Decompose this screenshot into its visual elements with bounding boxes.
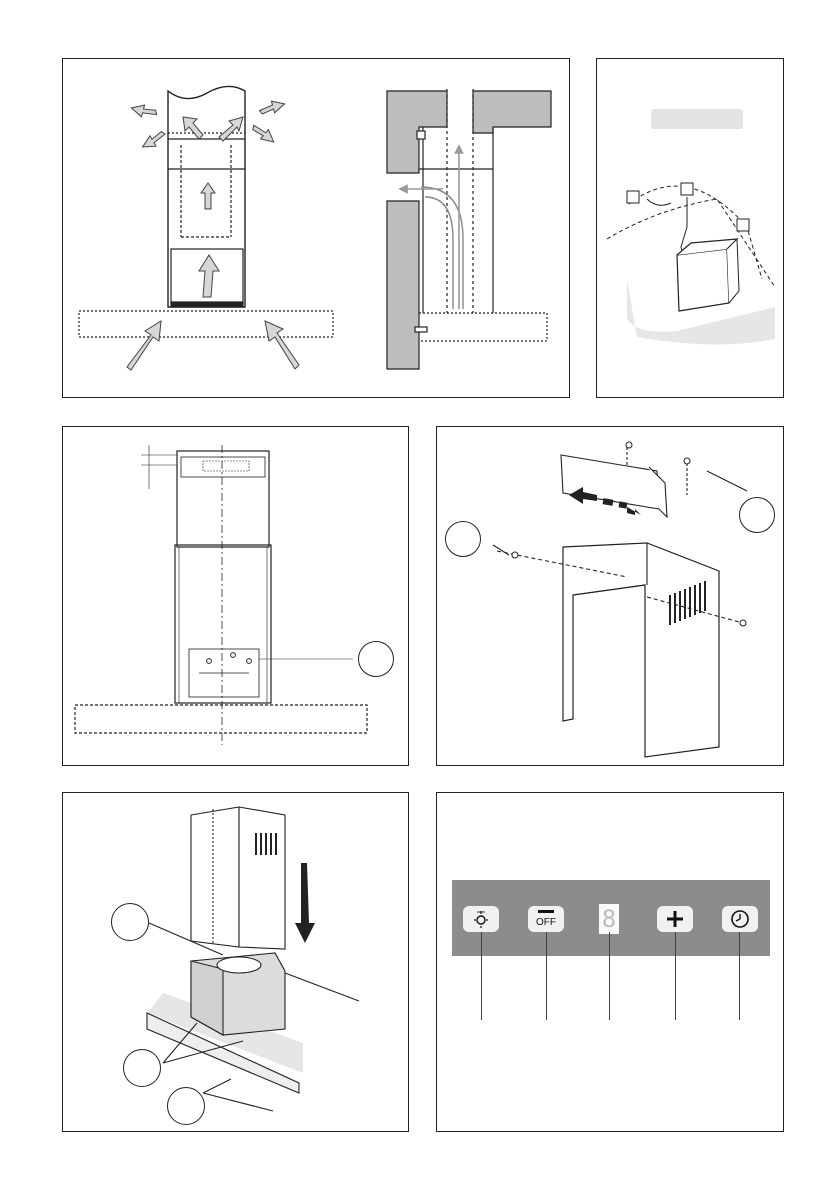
fig-wiring-panel [596, 58, 784, 398]
leader-line [481, 932, 482, 1020]
light-button[interactable] [463, 906, 499, 932]
callout-circle [123, 1049, 161, 1087]
airflow-diagram [63, 59, 571, 399]
label-placeholder-bar [651, 109, 743, 129]
plus-button[interactable] [657, 906, 693, 932]
bracket-cover-diagram [437, 427, 785, 767]
off-button[interactable]: OFF [528, 906, 564, 932]
callout-circle [445, 521, 481, 557]
minus-icon [538, 910, 554, 914]
down-arrow [295, 863, 315, 943]
leader-line [546, 932, 547, 1020]
fig-control-panel: OFF 8 [436, 792, 784, 1132]
light-icon [471, 909, 491, 929]
chimney-mounting-diagram [63, 427, 410, 767]
off-label: OFF [536, 918, 556, 928]
plus-icon [666, 910, 684, 928]
callout-circle [739, 497, 775, 533]
clock-icon [730, 909, 750, 929]
timer-button[interactable] [722, 906, 758, 932]
ducted-hood [387, 89, 551, 369]
fig-chimney-install-panel [62, 792, 409, 1132]
callout-circle [111, 903, 149, 941]
chimney-install-diagram [63, 793, 410, 1133]
fig-bracket-cover-panel [436, 426, 784, 766]
leader-line [739, 932, 740, 1020]
fig-chimney-mounting-panel [62, 426, 409, 766]
speed-display: 8 [599, 904, 619, 934]
leader-line [675, 932, 676, 1020]
callout-circle [167, 1087, 205, 1125]
control-bar: OFF 8 [452, 880, 770, 956]
wiring-diagram [597, 59, 785, 399]
recirculation-hood [79, 86, 333, 337]
fig-airflow-panel [62, 58, 570, 398]
leader-line [609, 932, 610, 1020]
callout-circle [358, 641, 394, 677]
